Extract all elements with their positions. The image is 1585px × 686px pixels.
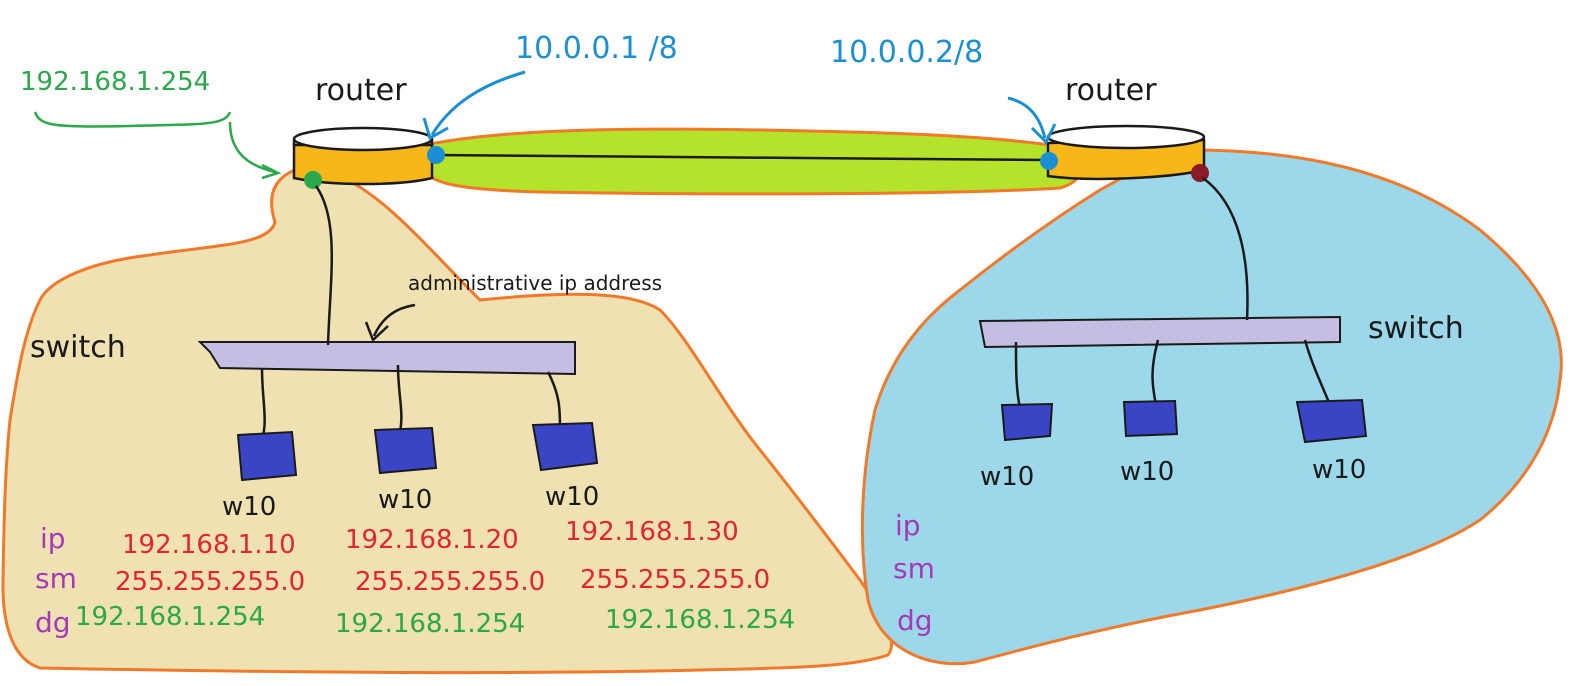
router-ip-arrow	[228, 121, 276, 174]
left-host-1-name: w10	[222, 492, 276, 522]
left-host-3-dg: 192.168.1.254	[605, 605, 795, 635]
right-host-2-name: w10	[1120, 457, 1174, 487]
left-host-3	[531, 371, 599, 472]
router-left-to-switch-cable	[314, 185, 334, 346]
right-sm-row-label: sm	[893, 552, 935, 585]
right-ip-row-label: ip	[895, 509, 921, 542]
switch-right	[978, 315, 1341, 349]
left-sm-row-label: sm	[35, 562, 77, 595]
router-right	[1046, 124, 1206, 181]
left-lan-area	[1, 166, 894, 675]
left-host-2-sm: 255.255.255.0	[355, 567, 545, 597]
admin-ip-arrow	[372, 303, 416, 337]
wan-ip-left-arrow	[430, 70, 526, 136]
router-right-lan-port	[1191, 164, 1209, 182]
right-lan-area	[860, 148, 1563, 666]
right-dg-row-label: dg	[897, 604, 933, 637]
wan-ip-right-arrow	[1007, 96, 1047, 139]
left-host-2	[373, 364, 438, 475]
wan-ip-left-label: 10.0.0.1 /8	[515, 31, 678, 66]
right-host-2	[1122, 339, 1179, 438]
left-host-3-ip: 192.168.1.30	[565, 517, 739, 547]
wan-ip-left-arrowhead	[422, 117, 449, 141]
left-dg-row-label: dg	[35, 606, 71, 639]
admin-ip-label: administrative ip address	[408, 271, 662, 295]
router-ip-arrowhead	[261, 163, 282, 180]
left-host-3-sm: 255.255.255.0	[580, 565, 770, 595]
router-left-lan-port	[304, 171, 322, 189]
admin-ip-arrowhead	[364, 321, 389, 343]
router-left-lan-ip-label: 192.168.1.254	[20, 67, 210, 97]
router-left-label: router	[315, 73, 407, 108]
left-host-2-name: w10	[378, 485, 432, 515]
left-host-1-dg: 192.168.1.254	[75, 602, 265, 632]
router-right-to-switch-cable	[1202, 176, 1249, 321]
router-left-wan-port	[427, 146, 445, 164]
right-host-3-name: w10	[1312, 455, 1366, 485]
wan-link-area	[423, 127, 1083, 196]
right-host-1	[1000, 341, 1054, 442]
wan-ip-right-arrowhead	[1030, 123, 1057, 145]
left-host-2-dg: 192.168.1.254	[335, 609, 525, 639]
right-host-1-name: w10	[980, 462, 1034, 492]
left-ip-row-label: ip	[40, 522, 66, 555]
left-host-2-ip: 192.168.1.20	[345, 525, 519, 555]
left-host-3-name: w10	[545, 482, 599, 512]
right-host-3	[1295, 339, 1368, 444]
wan-cable	[434, 153, 1046, 162]
switch-left	[197, 341, 576, 376]
left-host-1	[236, 367, 298, 482]
router-right-wan-port	[1040, 152, 1058, 170]
left-host-1-ip: 192.168.1.10	[122, 530, 296, 560]
switch-right-label: switch	[1368, 311, 1464, 346]
wan-ip-right-label: 10.0.0.2/8	[830, 35, 983, 70]
router-ip-brace	[33, 111, 232, 128]
switch-left-label: switch	[30, 330, 126, 365]
router-left	[292, 126, 434, 186]
router-right-label: router	[1065, 73, 1157, 108]
left-host-1-sm: 255.255.255.0	[115, 567, 305, 597]
